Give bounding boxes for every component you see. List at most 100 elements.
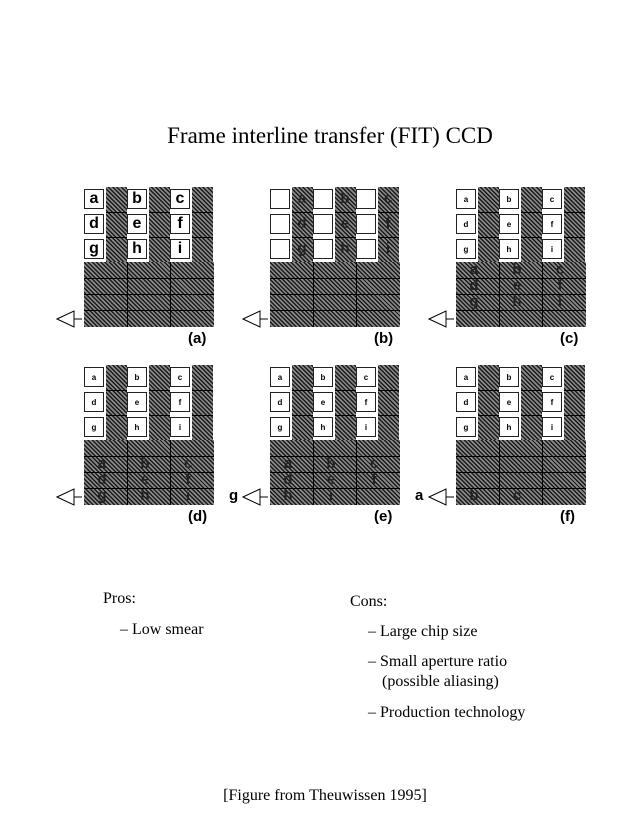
vertical-shift-register xyxy=(478,365,499,440)
storage-charge-label: e xyxy=(140,471,150,488)
storage-row-divider xyxy=(270,294,400,295)
photodiode-pixel: e xyxy=(127,214,147,234)
panel-label: (c) xyxy=(560,330,579,347)
register-divider xyxy=(192,390,213,391)
output-amplifier-icon xyxy=(56,310,82,328)
register-divider xyxy=(378,390,399,391)
panel-label: (b) xyxy=(374,330,394,347)
register-charge-label: f xyxy=(385,215,391,232)
output-amplifier-icon xyxy=(242,488,268,506)
storage-charge-label: b xyxy=(469,487,479,504)
photodiode-pixel: b xyxy=(127,367,147,387)
register-divider xyxy=(521,237,542,238)
register-divider xyxy=(378,212,399,213)
register-charge-label: h xyxy=(340,240,350,257)
register-divider xyxy=(521,415,542,416)
storage-charge-label: i xyxy=(557,293,563,310)
storage-charge-label: c xyxy=(512,487,522,504)
photodiode-pixel: c xyxy=(170,367,190,387)
register-divider xyxy=(478,212,499,213)
storage-charge-label: b xyxy=(140,455,150,472)
panel-label: (a) xyxy=(188,330,207,347)
register-divider xyxy=(564,212,585,213)
register-divider xyxy=(378,415,399,416)
photodiode-pixel: f xyxy=(542,214,562,234)
photodiode-pixel xyxy=(313,214,333,234)
storage-column-divider xyxy=(313,262,314,327)
register-divider xyxy=(106,390,127,391)
register-divider xyxy=(335,415,356,416)
photodiode-pixel: h xyxy=(499,239,519,259)
photodiode-pixel: f xyxy=(356,392,376,412)
panel-label: (f) xyxy=(560,508,575,525)
storage-charge-label: g xyxy=(469,293,479,310)
register-divider xyxy=(106,212,127,213)
photodiode-pixel: f xyxy=(542,392,562,412)
figure-credit: [Figure from Theuwissen 1995] xyxy=(223,787,427,804)
storage-charge-label: c xyxy=(369,455,379,472)
storage-row-divider xyxy=(84,310,214,311)
register-divider xyxy=(292,237,313,238)
photodiode-pixel: h xyxy=(313,417,333,437)
storage-row-divider xyxy=(270,278,400,279)
register-divider xyxy=(192,212,213,213)
photodiode-pixel: b xyxy=(499,189,519,209)
photodiode-pixel: f xyxy=(170,214,190,234)
register-divider xyxy=(521,390,542,391)
panel-label: (e) xyxy=(374,508,393,525)
vertical-shift-register xyxy=(378,365,399,440)
register-divider xyxy=(149,390,170,391)
register-charge-label: b xyxy=(340,190,350,207)
photodiode-pixel: i xyxy=(170,239,190,259)
cons-heading: Cons: xyxy=(350,593,388,610)
vertical-shift-register xyxy=(478,187,499,262)
storage-row-divider xyxy=(456,472,586,473)
storage-row-divider xyxy=(84,488,214,489)
photodiode-pixel: e xyxy=(499,214,519,234)
storage-charge-label: b xyxy=(326,455,336,472)
vertical-shift-register xyxy=(106,187,127,262)
storage-charge-label: h xyxy=(140,487,150,504)
vertical-shift-register xyxy=(378,187,399,262)
photodiode-pixel: g xyxy=(84,239,104,259)
register-divider xyxy=(564,237,585,238)
photodiode-pixel xyxy=(356,189,376,209)
photodiode-pixel: d xyxy=(84,214,104,234)
photodiode-pixel: i xyxy=(542,239,562,259)
cons-item-continuation: (possible aliasing) xyxy=(382,673,499,690)
photodiode-pixel: b xyxy=(313,367,333,387)
vertical-shift-register xyxy=(564,187,585,262)
output-amplifier-icon xyxy=(56,488,82,506)
storage-row-divider xyxy=(270,472,400,473)
register-divider xyxy=(106,237,127,238)
register-charge-label: d xyxy=(297,215,307,232)
register-divider xyxy=(478,237,499,238)
vertical-shift-register xyxy=(192,187,213,262)
photodiode-pixel: i xyxy=(356,417,376,437)
photodiode-pixel xyxy=(313,189,333,209)
storage-charge-label: a xyxy=(97,455,107,472)
storage-charge-label: d xyxy=(469,277,479,294)
storage-row-divider xyxy=(456,278,586,279)
vertical-shift-register xyxy=(335,365,356,440)
photodiode-pixel: d xyxy=(456,392,476,412)
vertical-shift-register xyxy=(106,365,127,440)
register-divider xyxy=(292,390,313,391)
storage-charge-label: i xyxy=(328,487,334,504)
storage-row-divider xyxy=(84,294,214,295)
storage-row-divider xyxy=(84,456,214,457)
cons-item: – Production technology xyxy=(368,704,526,721)
output-amplifier-icon xyxy=(428,488,454,506)
photodiode-pixel: b xyxy=(499,367,519,387)
photodiode-pixel: a xyxy=(456,367,476,387)
photodiode-pixel: d xyxy=(84,392,104,412)
storage-row-divider xyxy=(270,456,400,457)
vertical-shift-register xyxy=(292,365,313,440)
register-divider xyxy=(335,390,356,391)
storage-row-divider xyxy=(84,472,214,473)
photodiode-pixel: c xyxy=(542,367,562,387)
storage-charge-label: a xyxy=(283,455,293,472)
